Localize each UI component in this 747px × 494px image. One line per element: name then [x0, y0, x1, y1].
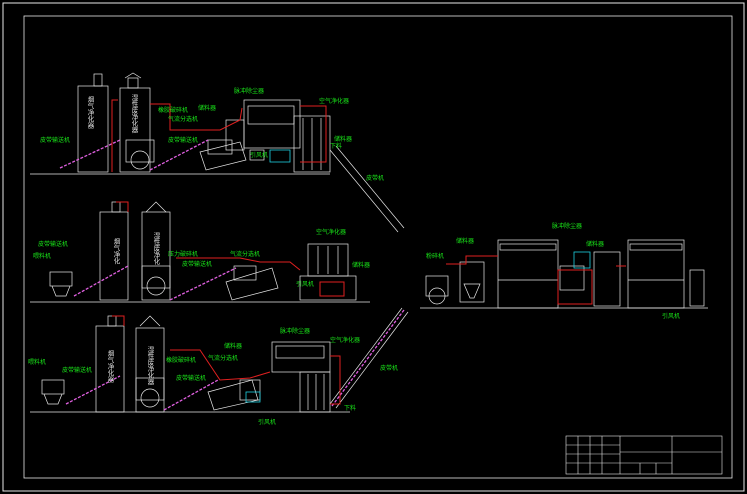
label-dust-collector: 脉冲除尘器: [234, 87, 264, 95]
feeder-3: [41, 379, 65, 395]
crusher-4: [425, 275, 449, 297]
label-fan-2: 引风机: [296, 280, 314, 288]
label-dust-collector-3: 脉冲除尘器: [280, 327, 310, 335]
label-dust-collector-4: 脉冲除尘器: [552, 222, 582, 230]
tower-2-label: 湿性废净化器: [130, 93, 138, 135]
label-belt-conveyor-a: 皮带输送机: [40, 136, 70, 144]
label-blade-crusher-3: 橡胶破碎机: [166, 356, 196, 364]
label-air-purifier: 空气净化器: [319, 97, 349, 105]
tower-1-label: 烟气净化器: [86, 95, 94, 130]
label-feeder-2: 喂料机: [33, 252, 51, 260]
flue-gas-tower-1: [77, 85, 109, 173]
label-storage-bin-4a: 储料器: [456, 237, 474, 245]
tower-2-label-3: 湿性废净化器: [146, 345, 154, 387]
label-blade-crusher: 橡胶破碎机: [158, 106, 188, 114]
tower-1-label-3: 烟气净化器: [106, 349, 114, 384]
production-line-2: [30, 201, 370, 303]
line-4-text: 粉碎机 储料器 脉冲除尘器 储料器 引风机: [426, 222, 680, 320]
tower-1-label-2: 烟气净化: [112, 237, 120, 265]
storage-bin-4b: [593, 251, 621, 307]
label-storage-bin: 储料器: [198, 104, 216, 112]
wet-purifier-tower-2: [141, 211, 171, 301]
line-1-text: 烟气净化器 湿性废净化器 脉冲除尘器 空气净化器 橡胶破碎机 储料器 气流分选机…: [40, 87, 384, 182]
line-1-accents: [59, 99, 327, 172]
label-air-purifier-2: 空气净化器: [316, 228, 346, 236]
label-fan: 引风机: [250, 151, 268, 159]
air-separator-3: [207, 379, 259, 411]
crusher-3: [135, 377, 165, 401]
title-block: [565, 435, 723, 475]
label-discharge-3: 下料: [344, 404, 356, 412]
crusher-1: [125, 139, 155, 163]
label-belt-conveyor-2: 皮带输送机: [182, 260, 212, 268]
label-blade-crusher-2: 压力破碎机: [168, 250, 198, 258]
air-purifier-1: [293, 115, 331, 173]
label-storage-bin-2: 储料器: [334, 135, 352, 143]
incline-conveyor-3: [329, 307, 403, 405]
storage-bin-4a: [459, 261, 485, 303]
label-feeder-3: 喂料机: [28, 358, 46, 366]
label-storage-bin-2b: 储料器: [352, 261, 370, 269]
label-air-separator: 气流分选机: [168, 115, 198, 123]
dust-collector-3: [271, 341, 331, 373]
line-2-text: 烟气净化 湿性废净化 皮带输送机 喂料机 压力破碎机 皮带输送机 气流分选机 空…: [33, 228, 370, 288]
incline-conveyor-1: [329, 149, 399, 233]
line-2-accents: [73, 201, 345, 301]
label-storage-bin-3: 储料器: [224, 342, 242, 350]
label-air-separator-2: 气流分选机: [230, 250, 260, 258]
air-purifier-3: [299, 371, 331, 413]
label-fan-3: 引风机: [258, 418, 276, 426]
label-air-purifier-3: 空气净化器: [330, 336, 360, 344]
feeder-2: [49, 271, 73, 287]
inner-frame: [23, 15, 733, 479]
production-line-4: [420, 239, 708, 309]
line-3-text: 烟气净化器 湿性废净化器 喂料机 皮带输送机 脉冲除尘器 储料器 空气净化器 橡…: [28, 327, 398, 426]
air-separator-1: [199, 141, 247, 171]
label-belt-conveyor-left-3: 皮带输送机: [62, 366, 92, 374]
line-4-accents: [446, 251, 626, 305]
line-3-accents: [65, 309, 405, 411]
air-separator-2: [225, 267, 279, 301]
production-line-1: [30, 72, 405, 233]
label-belt-conveyor-3: 皮带输送机: [176, 374, 206, 382]
label-air-separator-3: 气流分选机: [208, 354, 238, 362]
tower-2-label-2: 湿性废净化: [152, 231, 160, 266]
label-belt-conveyor-b: 皮带输送机: [168, 136, 198, 144]
label-crusher-4: 粉碎机: [426, 252, 444, 260]
crusher-2: [141, 265, 171, 289]
label-discharge: 下料: [330, 142, 342, 150]
label-belt-machine: 皮带机: [366, 174, 384, 182]
dust-collector-4b: [627, 239, 685, 309]
label-fan-4: 引风机: [662, 312, 680, 320]
label-belt-conveyor-left-2: 皮带输送机: [38, 240, 68, 248]
label-belt-machine-3: 皮带机: [380, 364, 398, 372]
wet-purifier-tower-3: [135, 327, 165, 413]
label-storage-bin-4b: 储料器: [586, 240, 604, 248]
